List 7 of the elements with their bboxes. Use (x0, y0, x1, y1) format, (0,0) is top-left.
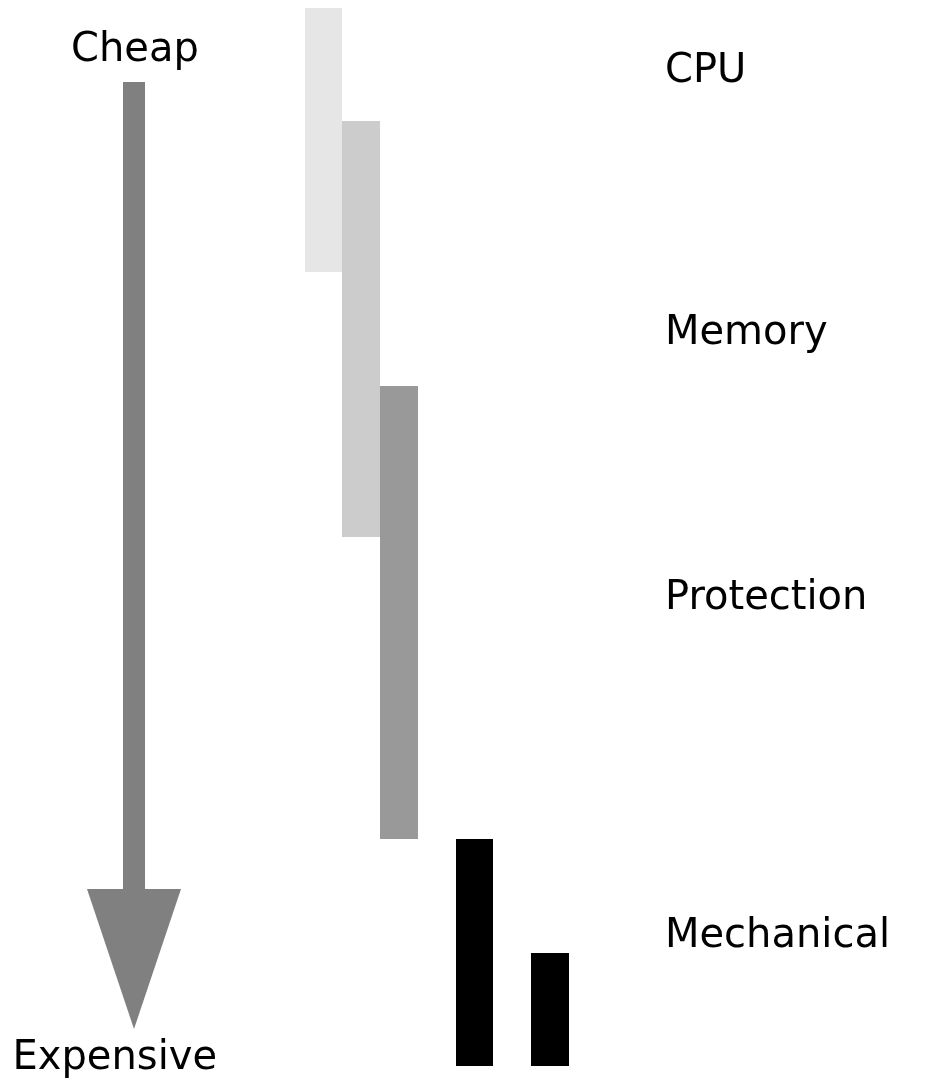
scale-label: Expensive (12, 1032, 218, 1078)
category-label: CPU (665, 45, 747, 91)
scale-label: Cheap (71, 24, 199, 70)
arrow (87, 82, 181, 1029)
category-label: Protection (665, 572, 868, 618)
category-label: Mechanical (665, 910, 891, 956)
category-label: Memory (665, 307, 828, 353)
